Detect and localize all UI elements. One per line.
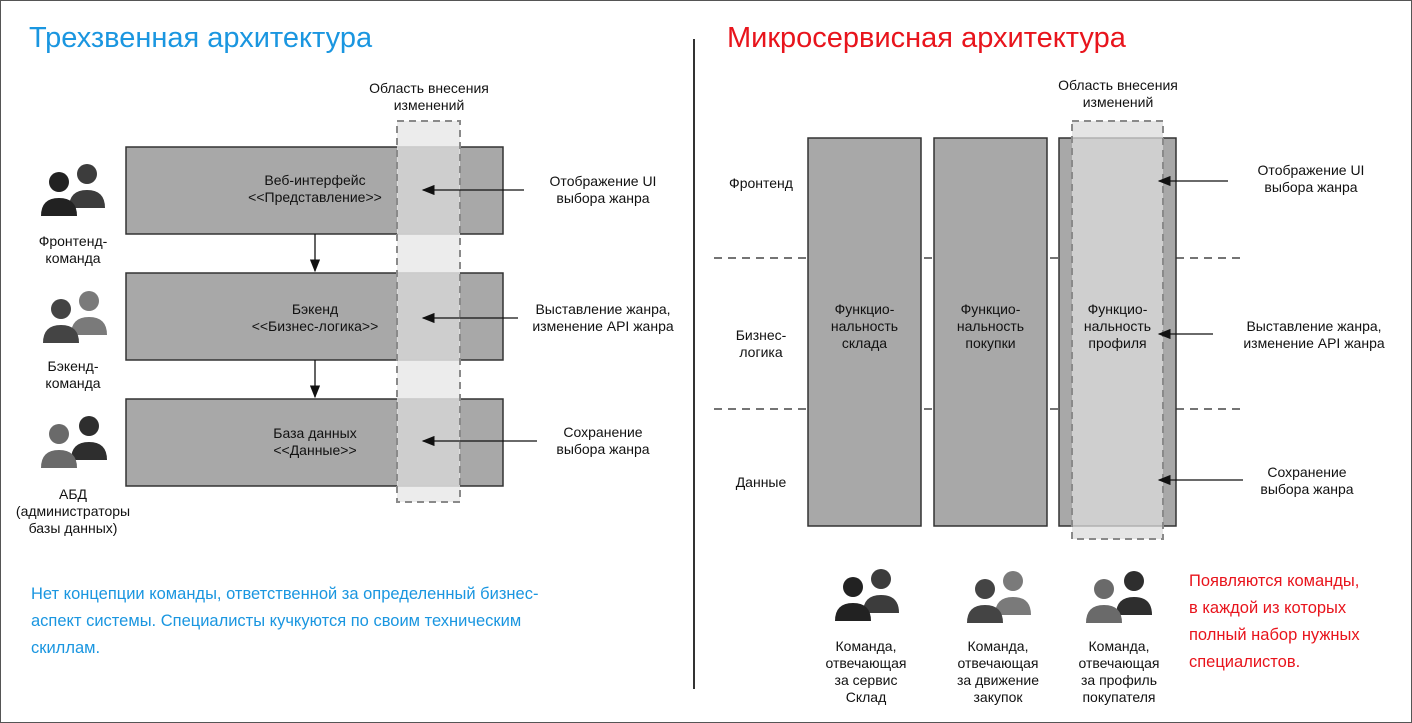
annotation-storage: Сохранение выбора жанра xyxy=(1260,464,1354,497)
team-icon-warehouse xyxy=(835,569,899,621)
left-title: Трехзвенная архитектура xyxy=(29,22,373,54)
change-area-label: Область внесения изменений xyxy=(1058,77,1178,110)
left-note: Нет концепции команды, ответственной за … xyxy=(31,585,539,657)
layer-name-business: Бизнес- логика xyxy=(735,327,787,360)
team-icon-frontend xyxy=(41,164,105,216)
right-title: Микросервисная архитектура xyxy=(727,22,1126,54)
service-column-warehouse xyxy=(807,137,922,527)
layer-label-data: База данных <<Данные>> xyxy=(273,425,357,458)
team-label-warehouse: Команда, отвечающая за сервис Склад xyxy=(825,638,907,705)
service-label-profile: Функцио- нальность профиля xyxy=(1083,301,1152,351)
annotation-ui: Отображение UI выбора жанра xyxy=(1257,162,1365,195)
team-icon-purchase xyxy=(967,571,1031,623)
annotation-data: Сохранение выбора жанра xyxy=(556,424,650,457)
layer-label-presentation: Веб-интерфейс <<Представление>> xyxy=(248,172,382,205)
team-label-dba: АБД (администраторы базы данных) xyxy=(15,486,131,536)
team-icon-profile xyxy=(1086,571,1152,623)
service-column-purchase xyxy=(933,137,1048,527)
service-label-warehouse: Функцио- нальность склада xyxy=(830,301,899,351)
annotation-api: Выставление жанра, изменение API жанра xyxy=(1243,318,1385,351)
team-label-purchase: Команда, отвечающая за движение закупок xyxy=(956,638,1039,705)
service-label-purchase: Функцио- нальность покупки xyxy=(956,301,1025,351)
team-icon-backend xyxy=(43,291,107,343)
change-area-left-inner xyxy=(398,148,459,485)
right-note: Появляются команды, в каждой из которых … xyxy=(1189,572,1360,671)
team-label-backend: Бэкенд- команда xyxy=(45,358,101,391)
annotation-presentation: Отображение UI выбора жанра xyxy=(549,173,657,206)
team-icon-dba xyxy=(41,416,107,468)
team-label-frontend: Фронтенд- команда xyxy=(38,233,108,266)
team-label-profile: Команда, отвечающая за профиль покупател… xyxy=(1078,638,1160,705)
layer-label-business: Бэкенд <<Бизнес-логика>> xyxy=(251,301,379,334)
layer-name-frontend: Фронтенд xyxy=(729,175,793,191)
change-area-label: Область внесения изменений xyxy=(369,80,489,113)
annotation-business: Выставление жанра, изменение API жанра xyxy=(532,301,674,334)
layer-name-data: Данные xyxy=(735,474,787,490)
